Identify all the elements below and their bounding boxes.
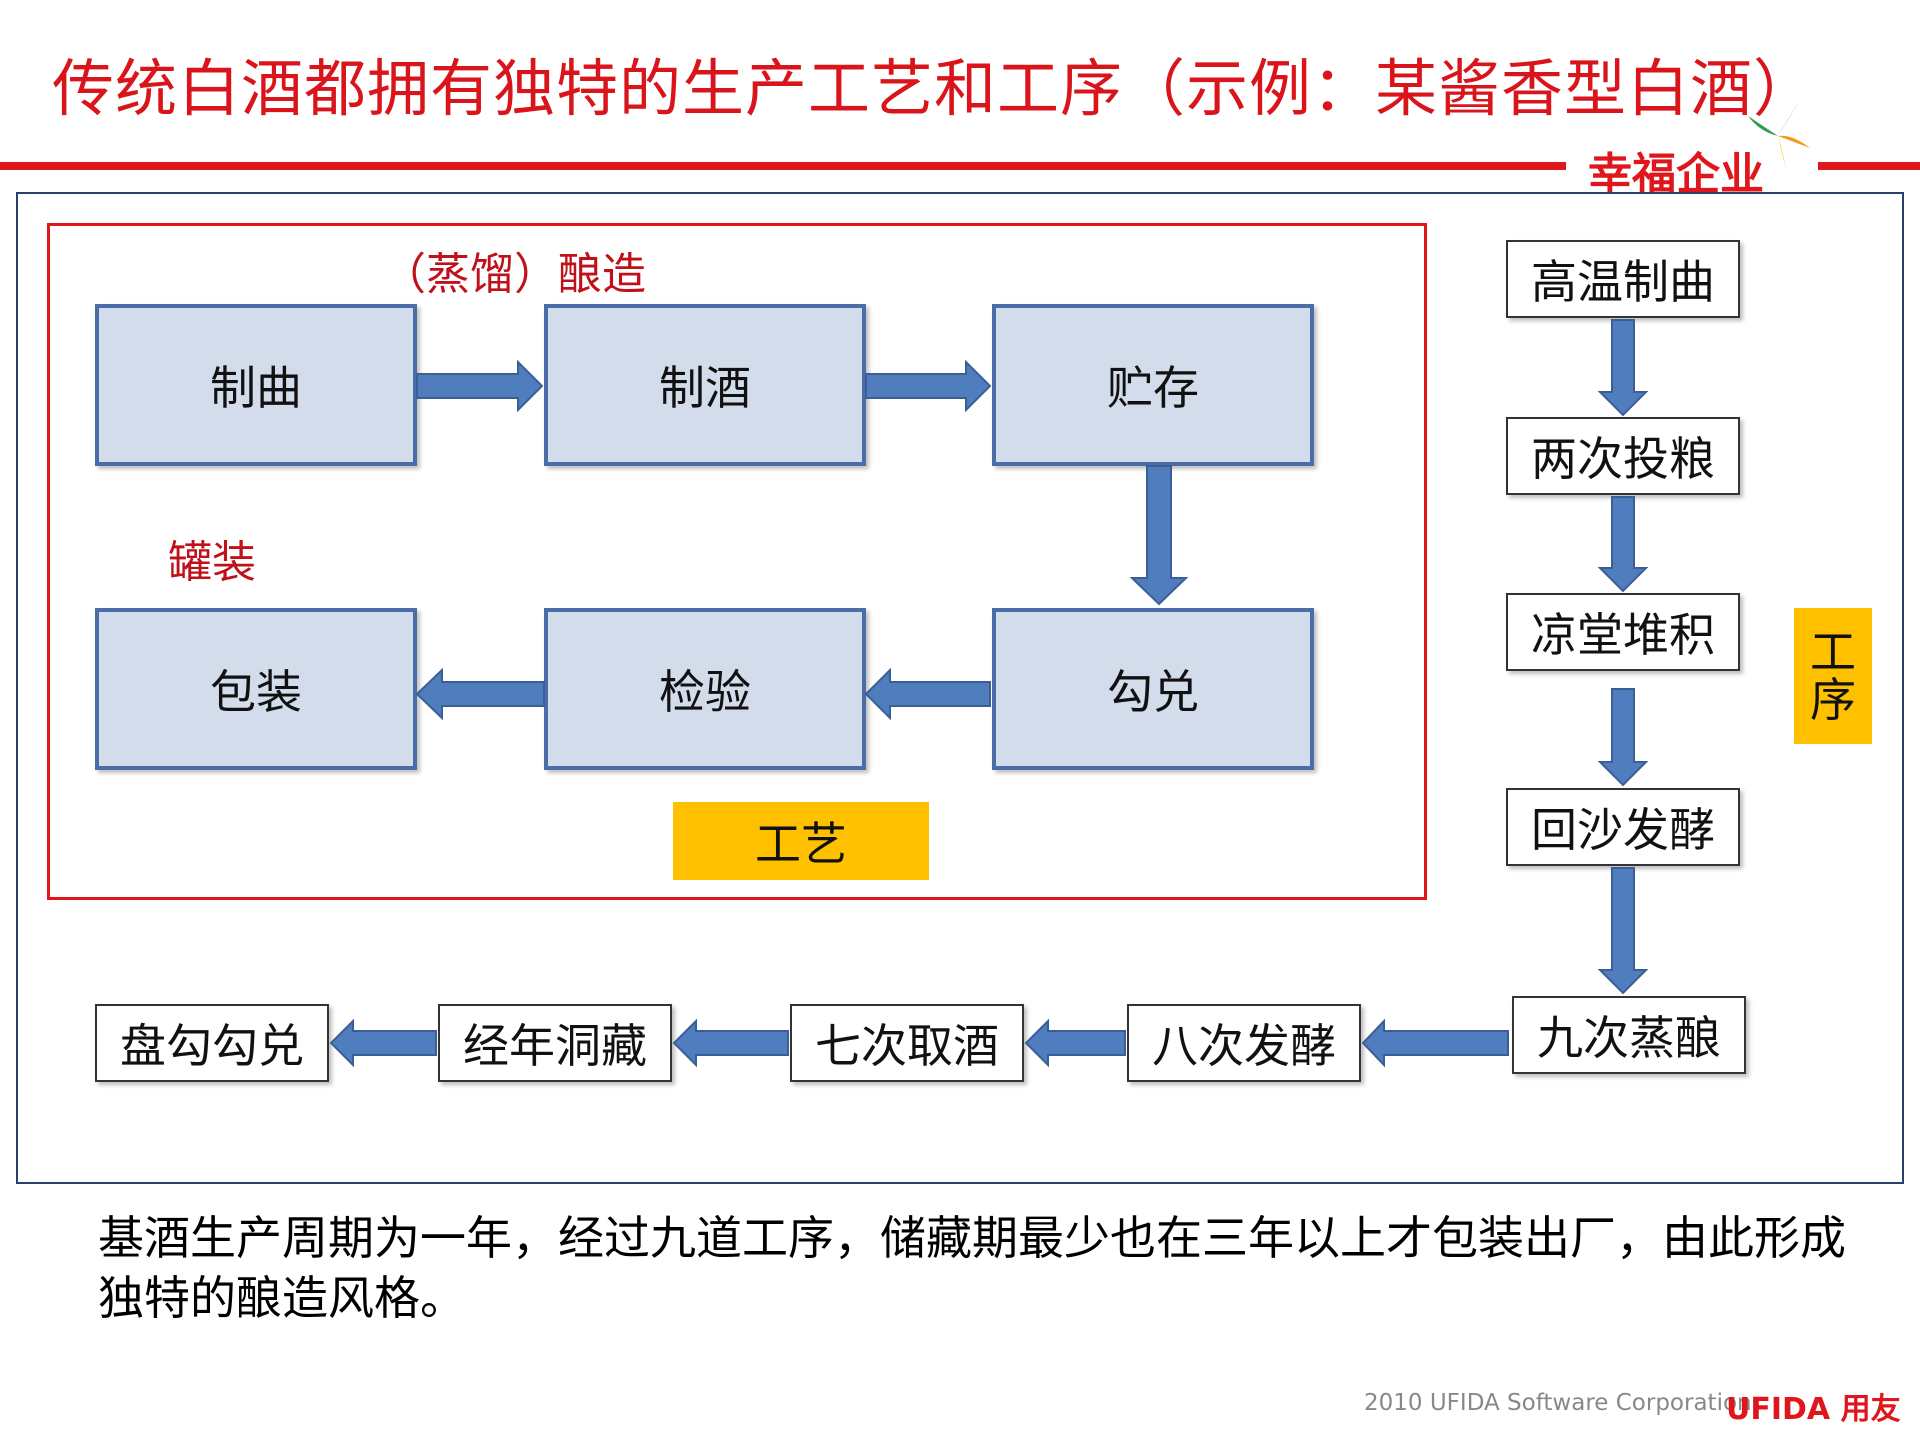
header-divider-right (1818, 162, 1920, 170)
arrow-h3 (672, 1018, 789, 1068)
canning-label: 罐装 (168, 537, 256, 588)
step-packaging: 包装 (95, 608, 417, 770)
footer-brand-logo: UFIDA 用友 (1726, 1392, 1901, 1427)
procedure-tag-char-2: 序 (1810, 673, 1856, 727)
step-blending: 勾兑 (992, 608, 1314, 770)
arrow-v1 (1597, 319, 1649, 417)
brewing-label: （蒸馏）酿造 (382, 249, 646, 300)
procedure-tag-char-1: 工 (1810, 624, 1856, 679)
step-liquor-making: 制酒 (544, 304, 866, 466)
procedure-tag: 工 序 (1794, 608, 1872, 744)
proc-eight-fermentations: 八次发酵 (1127, 1004, 1361, 1082)
arrow-v3 (1597, 688, 1649, 787)
arrow-storage-to-blending (1129, 465, 1189, 606)
arrow-blending-to-inspection (864, 667, 991, 721)
proc-cool-stacking: 凉堂堆积 (1506, 593, 1740, 671)
proc-two-grain-feeding: 两次投粮 (1506, 417, 1740, 495)
arrow-v2 (1597, 496, 1649, 593)
page-title: 传统白酒都拥有独特的生产工艺和工序（示例：某酱香型白酒） (52, 52, 1817, 125)
proc-seven-extractions: 七次取酒 (790, 1004, 1024, 1082)
proc-nine-steamings: 九次蒸酿 (1512, 996, 1746, 1074)
step-storage: 贮存 (992, 304, 1314, 466)
brand-text: 幸福企业 (1588, 149, 1764, 200)
arrow-h4 (329, 1018, 437, 1068)
step-qu-making: 制曲 (95, 304, 417, 466)
step-inspection: 检验 (544, 608, 866, 770)
summary-text: 基酒生产周期为一年，经过九道工序，储藏期最少也在三年以上才包装出厂，由此形成独特… (98, 1211, 1846, 1325)
arrow-h1 (1361, 1018, 1509, 1068)
outer-frame (16, 192, 1904, 1184)
proc-cave-aging: 经年洞藏 (438, 1004, 672, 1082)
arrow-qu-to-liquor (416, 359, 544, 413)
arrow-inspection-to-packaging (415, 667, 545, 721)
arrow-h2 (1024, 1018, 1126, 1068)
brand-flower-icon (1748, 100, 1810, 170)
arrow-liquor-to-storage (865, 359, 992, 413)
proc-disk-blending: 盘勾勾兑 (95, 1004, 329, 1082)
proc-return-sand-fermentation: 回沙发酵 (1506, 788, 1740, 866)
footer-copyright: 2010 UFIDA Software Corporation (1364, 1390, 1752, 1416)
arrow-v4 (1597, 867, 1649, 995)
craft-tag: 工艺 (673, 802, 929, 880)
proc-high-temp-qu: 高温制曲 (1506, 240, 1740, 318)
craft-section-frame (47, 223, 1427, 900)
header-divider-left (0, 162, 1566, 170)
